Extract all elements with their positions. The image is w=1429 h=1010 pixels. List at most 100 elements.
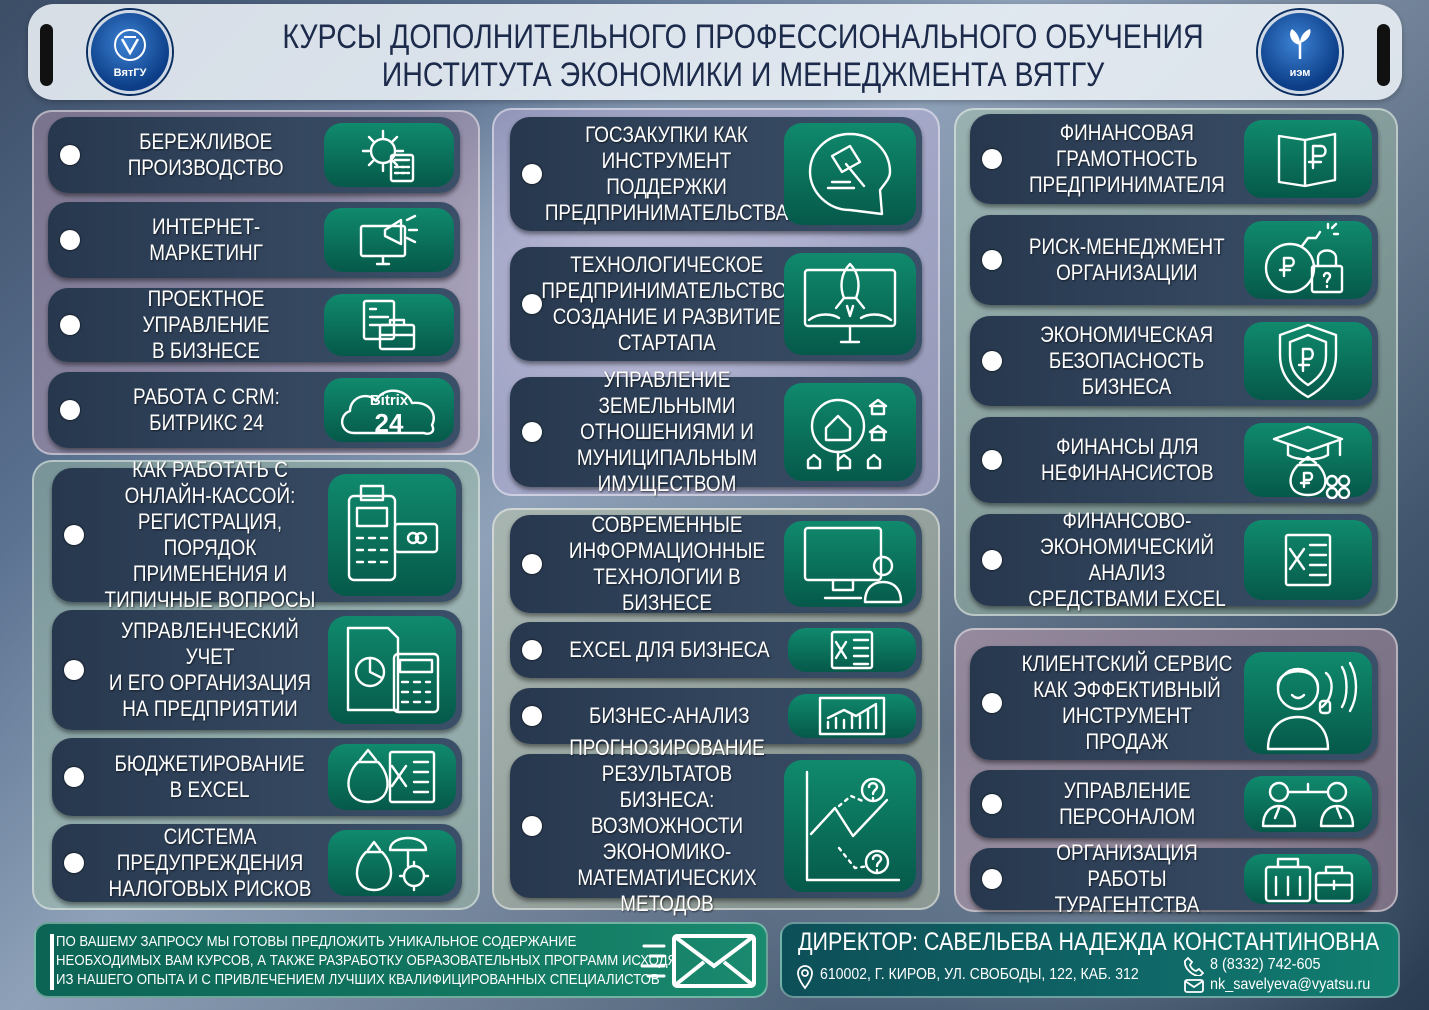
people-structure-icon <box>1244 776 1372 832</box>
bullet-dot <box>982 450 1002 470</box>
excel-icon <box>1244 520 1372 600</box>
course-label: КАК РАБОТАТЬ С ОНЛАЙН-КАССОЙ: РЕГИСТРАЦИ… <box>104 457 316 612</box>
speed-lines-icon <box>640 944 666 978</box>
header-bar-left <box>40 24 53 86</box>
course-label: УПРАВЛЕНИЕ ПЕРСОНАЛОМ <box>1058 778 1196 829</box>
course-card[interactable]: УПРАВЛЕНИЕ ЗЕМЕЛЬНЫМИ ОТНОШЕНИЯМИ И МУНИ… <box>510 367 922 496</box>
course-label: КЛИЕНТСКИЙ СЕРВИС КАК ЭФФЕКТИВНЫЙ ИНСТРУ… <box>1021 651 1233 754</box>
report-calculator-icon <box>328 616 456 724</box>
ruble-book-icon <box>1244 120 1372 198</box>
bullet-dot <box>64 853 84 873</box>
logo-left-text: ВятГУ <box>113 67 147 79</box>
offer-accent-bar <box>50 934 54 990</box>
course-card[interactable]: РАБОТА С CRM: БИТРИКС 24 Bitrix 24 <box>48 372 460 448</box>
bullet-dot <box>982 794 1002 814</box>
course-card[interactable]: КАК РАБОТАТЬ С ОНЛАЙН-КАССОЙ: РЕГИСТРАЦИ… <box>52 457 462 612</box>
bullet-dot <box>64 660 84 680</box>
money-bag-umbrella-icon <box>328 830 456 896</box>
course-label: РАБОТА С CRM: БИТРИКС 24 <box>132 384 280 435</box>
title-line-1: КУРСЫ ДОПОЛНИТЕЛЬНОГО ПРОФЕССИОНАЛЬНОГО … <box>282 18 1204 56</box>
bullet-dot <box>60 145 80 165</box>
house-magnifier-icon <box>784 383 916 481</box>
course-label: ИНТЕРНЕТ- МАРКЕТИНГ <box>149 214 263 265</box>
course-card[interactable]: ПРОГНОЗИРОВАНИЕ РЕЗУЛЬТАТОВ БИЗНЕСА: ВОЗ… <box>510 735 922 916</box>
course-label: БЕРЕЖЛИВОЕ ПРОИЗВОДСТВО <box>128 129 284 180</box>
page-title: КУРСЫ ДОПОЛНИТЕЛЬНОГО ПРОФЕССИОНАЛЬНОГО … <box>268 18 1217 94</box>
address: 610002, Г. КИРОВ, УЛ. СВОБОДЫ, 122, КАБ.… <box>820 966 1139 983</box>
course-card[interactable]: РИСК-МЕНЕДЖМЕНТ ОРГАНИЗАЦИИ <box>970 215 1378 305</box>
luggage-icon <box>1244 854 1372 904</box>
course-label: ГОСЗАКУПКИ КАК ИНСТРУМЕНТ ПОДДЕРЖКИ ПРЕД… <box>545 122 789 225</box>
bullet-dot <box>64 767 84 787</box>
course-card[interactable]: СОВРЕМЕННЫЕ ИНФОРМАЦИОННЫЕ ТЕХНОЛОГИИ В … <box>510 512 922 615</box>
course-label: EXCEL ДЛЯ БИЗНЕСА <box>568 637 770 662</box>
bitrix-number: 24 <box>374 408 404 438</box>
course-label: ПРОГНОЗИРОВАНИЕ РЕЗУЛЬТАТОВ БИЗНЕСА: ВОЗ… <box>569 735 765 916</box>
gavel-icon <box>784 123 916 225</box>
support-agent-icon <box>1244 652 1372 754</box>
course-card[interactable]: БИЗНЕС-АНАЛИЗ <box>510 688 922 744</box>
course-card[interactable]: СИСТЕМА ПРЕДУПРЕЖДЕНИЯ НАЛОГОВЫХ РИСКОВ <box>52 824 462 902</box>
email-address[interactable]: nk_savelyeva@vyatsu.ru <box>1210 976 1371 993</box>
bullet-dot <box>522 422 542 442</box>
sprout-icon <box>1290 29 1311 59</box>
course-label: РИСК-МЕНЕДЖМЕНТ ОРГАНИЗАЦИИ <box>1029 234 1225 285</box>
vyatsu-logo: ВятГУ <box>88 10 172 94</box>
course-card[interactable]: ТЕХНОЛОГИЧЕСКОЕ ПРЕДПРИНИМАТЕЛЬСТВО; СОЗ… <box>510 247 922 361</box>
ruble-shield-icon <box>1244 322 1372 400</box>
documents-briefcase-icon <box>324 294 454 356</box>
location-pin-icon <box>797 965 813 990</box>
course-card[interactable]: ГОСЗАКУПКИ КАК ИНСТРУМЕНТ ПОДДЕРЖКИ ПРЕД… <box>510 117 922 231</box>
course-label: ЭКОНОМИЧЕСКАЯ БЕЗОПАСНОСТЬ БИЗНЕСА <box>1040 322 1214 399</box>
cash-register-card-icon <box>328 474 456 596</box>
bullet-dot <box>60 315 80 335</box>
course-label: СОВРЕМЕННЫЕ ИНФОРМАЦИОННЫЕ ТЕХНОЛОГИИ В … <box>568 512 766 615</box>
rocket-monitor-icon <box>784 253 916 355</box>
university-emblem-icon <box>114 29 146 61</box>
contact-panel: ДИРЕКТОР: САВЕЛЬЕВА НАДЕЖДА КОНСТАНТИНОВ… <box>780 922 1400 998</box>
bullet-dot <box>982 550 1002 570</box>
course-card[interactable]: ФИНАНСЫ ДЛЯ НЕФИНАНСИСТОВ <box>970 417 1378 503</box>
course-card[interactable]: УПРАВЛЕНЧЕСКИЙ УЧЕТ И ЕГО ОРГАНИЗАЦИЯ НА… <box>52 610 462 730</box>
bullet-dot <box>522 640 542 660</box>
offer-text: ПО ВАШЕМУ ЗАПРОСУ МЫ ГОТОВЫ ПРЕДЛОЖИТЬ У… <box>56 932 677 989</box>
course-card[interactable]: EXCEL ДЛЯ БИЗНЕСА <box>510 622 922 678</box>
course-label: СИСТЕМА ПРЕДУПРЕЖДЕНИЯ НАЛОГОВЫХ РИСКОВ <box>108 824 312 901</box>
bomb-lock-icon <box>1244 221 1372 299</box>
course-card[interactable]: ЭКОНОМИЧЕСКАЯ БЕЗОПАСНОСТЬ БИЗНЕСА <box>970 316 1378 406</box>
bullet-dot <box>522 164 542 184</box>
bullet-dot <box>982 250 1002 270</box>
forecast-chart-icon <box>784 760 916 892</box>
title-line-2: ИНСТИТУТА ЭКОНОМИКИ И МЕНЕДЖМЕНТА ВЯТГУ <box>381 56 1105 94</box>
course-card[interactable]: КЛИЕНТСКИЙ СЕРВИС КАК ЭФФЕКТИВНЫЙ ИНСТРУ… <box>970 646 1378 760</box>
course-label: ОРГАНИЗАЦИЯ РАБОТЫ ТУРАГЕНТСТВА <box>1054 840 1200 917</box>
header: ВятГУ КУРСЫ ДОПОЛНИТЕЛЬНОГО ПРОФЕССИОНАЛ… <box>28 4 1402 100</box>
course-label: ФИНАНСОВО- ЭКОНОМИЧЕСКИЙ АНАЛИЗ СРЕДСТВА… <box>1028 508 1226 611</box>
bullet-dot <box>982 693 1002 713</box>
chart-growth-icon <box>788 694 916 738</box>
course-card[interactable]: ИНТЕРНЕТ- МАРКЕТИНГ <box>48 202 460 278</box>
bullet-dot <box>982 351 1002 371</box>
computer-user-icon <box>784 521 916 607</box>
course-card[interactable]: ФИНАНСОВО- ЭКОНОМИЧЕСКИЙ АНАЛИЗ СРЕДСТВА… <box>970 508 1378 611</box>
envelope-icon <box>672 934 756 988</box>
course-card[interactable]: БЕРЕЖЛИВОЕ ПРОИЗВОДСТВО <box>48 117 460 193</box>
iem-logo: иэм <box>1258 10 1342 94</box>
course-card[interactable]: ФИНАНСОВАЯ ГРАМОТНОСТЬ ПРЕДПРИНИМАТЕЛЯ <box>970 114 1378 204</box>
header-bar-right <box>1377 24 1390 86</box>
bullet-dot <box>522 294 542 314</box>
phone-number[interactable]: 8 (8332) 742-605 <box>1210 956 1321 973</box>
bullet-dot <box>982 869 1002 889</box>
course-card[interactable]: УПРАВЛЕНИЕ ПЕРСОНАЛОМ <box>970 770 1378 838</box>
monitor-megaphone-icon <box>324 208 454 272</box>
course-card[interactable]: БЮДЖЕТИРОВАНИЕ В EXCEL <box>52 738 462 816</box>
bitrix24-cloud-icon: Bitrix 24 <box>324 378 454 442</box>
course-card[interactable]: ПРОЕКТНОЕ УПРАВЛЕНИЕ В БИЗНЕСЕ <box>48 286 460 363</box>
bullet-dot <box>522 554 542 574</box>
course-label: ТЕХНОЛОГИЧЕСКОЕ ПРЕДПРИНИМАТЕЛЬСТВО; СОЗ… <box>541 252 793 355</box>
bullet-dot <box>522 706 542 726</box>
course-label: БЮДЖЕТИРОВАНИЕ В EXCEL <box>114 751 306 802</box>
director-name: ДИРЕКТОР: САВЕЛЬЕВА НАДЕЖДА КОНСТАНТИНОВ… <box>798 928 1380 956</box>
offer-banner: ПО ВАШЕМУ ЗАПРОСУ МЫ ГОТОВЫ ПРЕДЛОЖИТЬ У… <box>34 922 768 998</box>
course-card[interactable]: ОРГАНИЗАЦИЯ РАБОТЫ ТУРАГЕНТСТВА <box>970 840 1378 917</box>
